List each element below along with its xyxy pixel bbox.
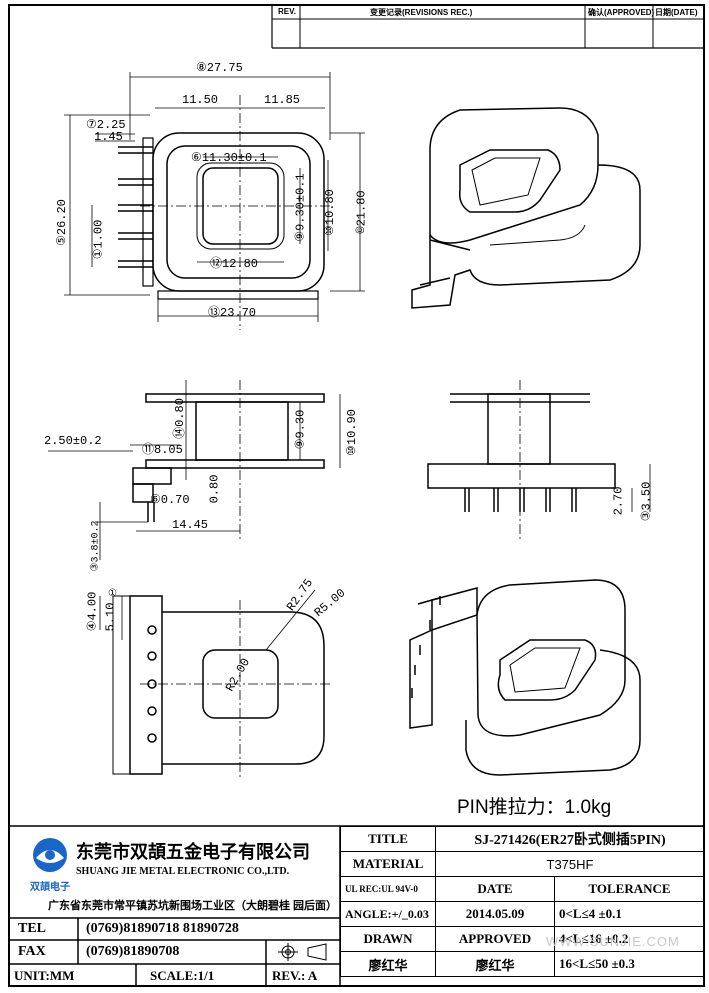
tolerance-label: TOLERANCE <box>554 876 705 902</box>
fax-value: (0769)81890708 <box>86 944 180 959</box>
drawn-value: 廖红华 <box>340 951 436 977</box>
date-header: 日期(DATE) <box>655 8 698 17</box>
tolerance-3: 16<L≤50 ±0.3 <box>554 951 705 977</box>
dim-base-width: ⑬23.70 <box>208 306 257 320</box>
rev-header: REV. <box>278 7 296 16</box>
dim-pin-length: 14.45 <box>172 518 209 532</box>
unit-label: UNIT:MM <box>14 968 75 983</box>
iso-view-bottom <box>409 579 641 776</box>
dim-pin-stub: ③3.8±0.2 <box>90 520 102 572</box>
drawn-label: DRAWN <box>340 926 436 952</box>
title-value: SJ-271426(ER27卧式侧插5PIN) <box>435 826 705 852</box>
dim-outer-height: ©21.80 <box>354 190 369 234</box>
dim-left-half: 11.50 <box>182 93 219 107</box>
company-name-en: SHUANG JIE METAL ELECTRONIC CO.,LTD. <box>76 866 290 877</box>
company-name-cn: 东莞市双頡五金电子有限公司 <box>76 842 310 862</box>
dim-pin-offset: ⑦2.25 <box>86 118 126 132</box>
dim-pin-total: ③3.50 <box>639 481 654 522</box>
date-label: DATE <box>435 876 555 902</box>
fax-label: FAX <box>18 944 46 959</box>
dim-base-thk: 0.80 <box>207 474 222 504</box>
company-logo <box>33 838 67 872</box>
dim-overall-width: ⑧27.75 <box>196 61 243 75</box>
approved-value: 廖红华 <box>435 951 555 977</box>
drawing-frame <box>8 4 705 987</box>
dim-terminal-height: ⑪8.05 <box>142 443 183 457</box>
scale-label: SCALE:1/1 <box>150 968 215 983</box>
title-table: TITLE SJ-271426(ER27卧式侧插5PIN) MATERIAL T… <box>340 826 705 977</box>
dim-pin-pitch: ①1.00 <box>91 219 106 260</box>
dim-bobbin-height: ⑨9.30 <box>293 409 308 450</box>
dim-overall: ⑩10.90 <box>344 409 359 456</box>
dim-window-width: ⑥11.30±0.1 <box>191 151 267 165</box>
pin-number-1: ① <box>108 589 117 600</box>
material-label: MATERIAL <box>340 851 436 877</box>
ul-rec: UL REC:UL 94V-0 <box>340 876 436 902</box>
rev-value: REV.: A <box>272 968 318 983</box>
company-address: 广东省东莞市常平镇苏坑新围场工业区（大朗碧桂 园后面） <box>48 900 338 912</box>
dim-overall-height: ⑤26.20 <box>54 199 69 246</box>
dim-window-height: ⑨9.30±0.1 <box>293 173 308 242</box>
tolerance-1: 0<L≤4 ±0.1 <box>554 901 705 927</box>
dim-terminal: 2.50±0.2 <box>44 434 102 448</box>
dim-pin-len: 2.70 <box>611 486 626 516</box>
dim-core-width: ⑫12.80 <box>210 257 259 271</box>
dim-pin-offset-2: 1.45 <box>94 130 123 144</box>
date-value: 2014.05.09 <box>435 901 555 927</box>
projection-symbol <box>278 943 327 961</box>
side-view <box>132 393 325 522</box>
title-label: TITLE <box>340 826 436 852</box>
approved-label: APPROVED <box>435 926 555 952</box>
pin-pull-force: PIN推拉力：1.0kg <box>457 797 612 818</box>
watermark: WWW.SUNJIE.COM <box>546 934 680 949</box>
iso-view-top <box>411 107 641 309</box>
logo-text: 双頡电子 <box>30 882 70 893</box>
tel-label: TEL <box>18 921 47 936</box>
revisions-header: 变更记录(REVISIONS REC.) <box>370 8 473 17</box>
dim-a: ④4.00 <box>85 591 100 632</box>
material-value: T375HF <box>435 851 705 877</box>
dim-flange: ⑭0.80 <box>172 398 187 439</box>
angle-tol: ANGLE:+/_0.03 <box>340 901 436 927</box>
tolerance-2: 4<L≤16 ±0.2 <box>554 926 705 952</box>
dim-inner-height: ⑩10.80 <box>322 189 337 236</box>
approved-header: 确认(APPROVED) <box>588 8 655 17</box>
bottom-view <box>112 595 325 775</box>
dim-right-half: 11.85 <box>264 93 301 107</box>
tel-value: (0769)81890718 81890728 <box>86 921 239 936</box>
dim-pin-dia: ⑥0.70 <box>150 493 190 507</box>
front-view <box>427 393 616 512</box>
dim-b: 5.10 <box>103 602 118 632</box>
